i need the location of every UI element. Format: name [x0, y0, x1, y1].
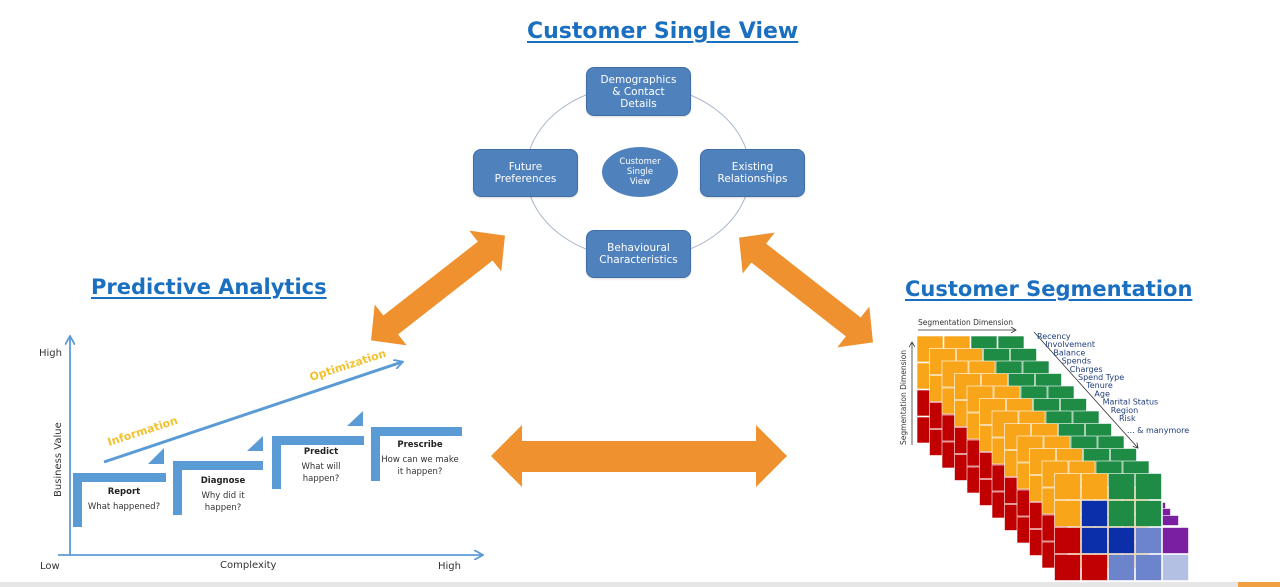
dimension-label: Spend Type	[1078, 373, 1124, 382]
customer-single-view-title: Customer Single View	[527, 19, 799, 44]
dimension-label: Marital Status	[1103, 398, 1159, 407]
dimension-label: ... & manymore	[1127, 426, 1189, 435]
segment-cell	[1081, 473, 1108, 500]
y-dimension-label: Segmentation Dimension	[899, 350, 908, 445]
segment-cell	[1081, 554, 1108, 581]
dimension-label: Balance	[1053, 348, 1085, 357]
node-future-line2: Preferences	[494, 173, 557, 185]
node-existing-line1: Existing	[731, 161, 774, 173]
double-arrow-right-diagonal	[739, 232, 873, 348]
node-behavioural-characteristics: Behavioural Characteristics	[586, 230, 691, 278]
x-dimension-label: Segmentation Dimension	[918, 318, 1013, 327]
stage-predict-question-1: What will	[301, 462, 340, 472]
stage-diagnose-question-1: Why did it	[201, 491, 245, 501]
segment-cell	[1108, 500, 1135, 527]
stage-report	[73, 448, 166, 527]
segment-cell-purple	[1162, 527, 1189, 554]
segment-cell	[1135, 473, 1162, 500]
segment-cell	[1054, 527, 1081, 554]
node-demographics-line2: & Contact	[612, 85, 665, 98]
dimension-label: Age	[1094, 389, 1110, 398]
node-behavioural-line1: Behavioural	[607, 242, 670, 254]
center-line1: Customer	[619, 157, 661, 167]
center-line3: View	[629, 177, 651, 187]
segment-cell	[1054, 473, 1081, 500]
segment-cell-purple	[1162, 515, 1179, 526]
segment-cell	[1081, 500, 1108, 527]
y-axis-label: Business Value	[53, 422, 64, 497]
stage-diagnose-question-2: happen?	[205, 503, 242, 513]
stage-prescribe-question-2: it happen?	[398, 467, 443, 477]
node-demographics-line1: Demographics	[600, 73, 677, 86]
segment-cell	[1108, 473, 1135, 500]
node-demographics-line3: Details	[620, 97, 657, 110]
segment-cell-pale	[1162, 554, 1189, 581]
stage-report-question: What happened?	[88, 502, 160, 512]
segment-cell	[1054, 500, 1081, 527]
segment-cell	[1135, 527, 1162, 554]
dimension-label: Charges	[1070, 365, 1103, 374]
stage-diagnose	[173, 436, 263, 515]
node-demographics: Demographics & Contact Details	[586, 67, 691, 116]
segment-cell	[1108, 554, 1135, 581]
stage-diagnose-name: Diagnose	[201, 476, 246, 486]
y-axis-low-label: Low	[40, 561, 60, 572]
segment-cell	[1108, 527, 1135, 554]
dimension-label: Spends	[1062, 357, 1091, 366]
segment-cell	[1135, 500, 1162, 527]
double-arrow-horizontal	[491, 425, 787, 487]
stage-prescribe-question-1: How can we make	[381, 455, 458, 465]
trend-arrow	[103, 362, 402, 464]
z-dimension-arrow	[1033, 331, 1138, 448]
node-future-line1: Future	[508, 161, 543, 173]
stage-predict-name: Predict	[304, 447, 338, 457]
cube-layers	[916, 335, 1189, 581]
predictive-analytics-title: Predictive Analytics	[91, 275, 327, 299]
x-axis-label: Complexity	[220, 560, 277, 571]
segment-cell	[1135, 554, 1162, 581]
dimension-labels: RecencyInvolvementBalanceSpendsChargesSp…	[1037, 332, 1189, 435]
customer-segmentation-title: Customer Segmentation	[905, 277, 1193, 301]
stage-report-name: Report	[108, 487, 141, 497]
node-behavioural-line2: Characteristics	[599, 254, 678, 266]
segment-cell	[1081, 527, 1108, 554]
dimension-label: Tenure	[1085, 381, 1113, 390]
dimension-label: Region	[1111, 406, 1138, 415]
bottom-scroll-track	[0, 582, 1238, 587]
dimension-label: Recency	[1037, 332, 1071, 341]
node-existing-line2: Relationships	[717, 173, 788, 185]
x-axis-high-label: High	[438, 561, 461, 572]
stage-predict-question-2: happen?	[303, 474, 340, 484]
node-future-preferences: Future Preferences	[473, 149, 578, 197]
stage-prescribe-name: Prescribe	[397, 440, 442, 450]
center-line2: Single	[626, 167, 654, 177]
segment-cell	[1054, 554, 1081, 581]
dimension-label: Risk	[1119, 414, 1136, 423]
bottom-accent-bar	[1238, 582, 1280, 587]
node-existing-relationships: Existing Relationships	[700, 149, 805, 197]
dimension-label: Involvement	[1045, 340, 1095, 349]
y-axis-high-label: High	[39, 348, 62, 359]
stage-prescribe	[371, 427, 462, 481]
stage-predict	[272, 411, 364, 489]
center-node-customer-single-view: Customer Single View	[602, 147, 678, 197]
double-arrow-left-diagonal	[371, 230, 505, 346]
